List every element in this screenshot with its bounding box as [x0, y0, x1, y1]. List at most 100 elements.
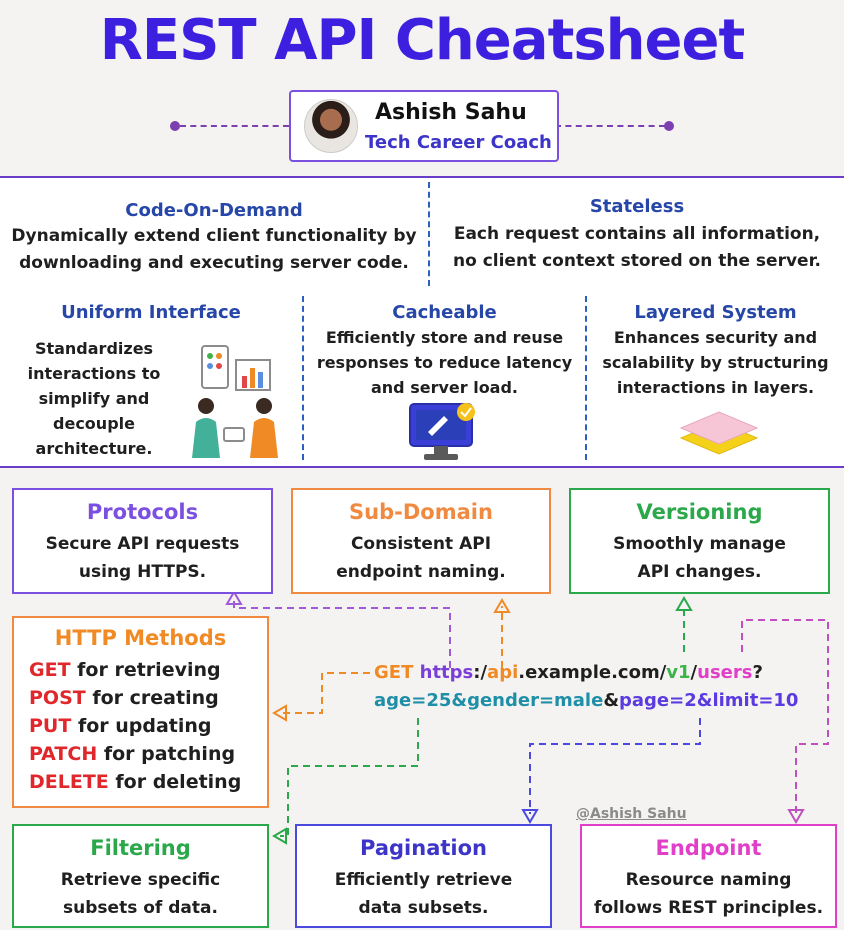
text-line: Standardizes: [34, 339, 154, 358]
url-resource: users: [697, 662, 753, 683]
http-methods-card: HTTP Methods GET for retrieving POST for…: [12, 616, 269, 808]
text-line: Consistent API: [350, 534, 492, 554]
text-line: Resource naming: [625, 870, 792, 890]
method-row-get: GET for retrieving: [29, 656, 267, 684]
method-desc: for patching: [97, 743, 236, 765]
text-line: API changes.: [637, 562, 762, 582]
principle-title: Code-On-Demand: [125, 200, 303, 221]
text-line: Secure API requests: [45, 534, 240, 554]
method-desc: for creating: [85, 687, 219, 709]
pagination-card: Pagination Efficiently retrieve data sub…: [295, 824, 552, 928]
card-title: Versioning: [636, 500, 763, 524]
text-line: Efficiently store and reuse: [325, 328, 564, 347]
text-line: data subsets.: [358, 898, 489, 918]
connector-line-right: [555, 125, 665, 127]
connector-dot-right: [664, 121, 674, 131]
principle-title: Layered System: [634, 302, 797, 323]
url-version: v1: [666, 662, 691, 683]
card-text: Smoothly manage API changes.: [571, 530, 828, 586]
url-amp: &: [603, 690, 620, 711]
principle-title: Cacheable: [392, 302, 497, 323]
protocols-card: Protocols Secure API requests using HTTP…: [12, 488, 273, 594]
text-line: responses to reduce latency: [316, 353, 573, 372]
arrow-filtering: [280, 718, 419, 837]
subdomain-card: Sub-Domain Consistent API endpoint namin…: [291, 488, 551, 594]
principle-title: Uniform Interface: [61, 302, 241, 323]
author-watermark: @Ashish Sahu: [576, 806, 687, 822]
author-role: Tech Career Coach: [365, 132, 552, 153]
principle-title: Stateless: [589, 196, 685, 217]
card-title: HTTP Methods: [54, 626, 227, 650]
layers-icon: [679, 411, 759, 455]
method-row-delete: DELETE for deleting: [29, 768, 267, 796]
arrow-protocols: [233, 596, 451, 668]
method-verb: GET: [29, 659, 71, 681]
card-text: Consistent API endpoint naming.: [293, 530, 549, 586]
card-text: Secure API requests using HTTPS.: [14, 530, 271, 586]
arrow-pagination: [529, 718, 701, 814]
principle-text: Enhances security and scalability by str…: [587, 325, 844, 400]
method-desc: for deleting: [108, 771, 242, 793]
text-line: using HTTPS.: [78, 562, 207, 582]
arrow-http-methods: [280, 672, 370, 714]
card-title: Filtering: [90, 836, 191, 860]
band-divider: [428, 182, 430, 286]
card-title: Protocols: [86, 500, 199, 524]
principle-code-on-demand: Code-On-Demand Dynamically extend client…: [0, 200, 428, 277]
arrow-endpoint: [741, 619, 829, 814]
text-line: endpoint naming.: [336, 562, 506, 582]
text-line: Each request contains all information,: [453, 224, 821, 244]
text-line: interactions in layers.: [616, 378, 815, 397]
method-verb: PUT: [29, 715, 72, 737]
url-sep: :/: [473, 662, 488, 683]
principle-cacheable: Cacheable Efficiently store and reuse re…: [304, 302, 585, 462]
text-line: follows REST principles.: [593, 898, 824, 918]
method-verb: DELETE: [29, 771, 109, 793]
endpoint-card: Endpoint Resource naming follows REST pr…: [580, 824, 837, 928]
text-line: Dynamically extend client functionality …: [11, 226, 417, 246]
principle-text: Dynamically extend client functionality …: [0, 223, 428, 277]
method-row-post: POST for creating: [29, 684, 267, 712]
url-scheme: https: [419, 662, 474, 683]
monitor-cache-icon: [409, 403, 475, 460]
author-name: Ashish Sahu: [375, 100, 527, 125]
text-line: simplify and: [38, 389, 150, 408]
method-row-put: PUT for updating: [29, 712, 267, 740]
card-text: Resource naming follows REST principles.: [582, 866, 835, 922]
page-title: REST API Cheatsheet: [99, 8, 746, 73]
url-method: GET: [374, 662, 414, 683]
principle-text: Standardizes interactions to simplify an…: [14, 336, 174, 461]
url-subdomain: api: [487, 662, 519, 683]
card-text: Retrieve specific subsets of data.: [14, 866, 267, 922]
method-row-patch: PATCH for patching: [29, 740, 267, 768]
band-divider: [585, 296, 587, 460]
text-line: scalability by structuring: [602, 353, 829, 372]
text-line: subsets of data.: [63, 898, 218, 918]
card-title: Endpoint: [655, 836, 762, 860]
text-line: downloading and executing server code.: [19, 253, 409, 273]
url-line-2: age=25&gender=male&page=2&limit=10: [374, 690, 798, 711]
text-line: no client context stored on the server.: [453, 251, 821, 271]
principle-layered-system: Layered System Enhances security and sca…: [587, 302, 844, 462]
band-divider: [302, 296, 304, 460]
principle-stateless: Stateless Each request contains all info…: [430, 196, 844, 275]
url-pagination-params: page=2&limit=10: [619, 690, 799, 711]
author-card: Ashish Sahu Tech Career Coach: [289, 90, 559, 162]
connector-dot-left: [170, 121, 180, 131]
filtering-card: Filtering Retrieve specific subsets of d…: [12, 824, 269, 928]
method-verb: PATCH: [29, 743, 98, 765]
text-line: Smoothly manage: [613, 534, 786, 554]
url-line-1: GET https:/api.example.com/v1/users?: [374, 662, 763, 683]
people-collaboration-icon: [192, 345, 278, 458]
card-title: Sub-Domain: [349, 500, 493, 524]
methods-list: GET for retrieving POST for creating PUT…: [29, 656, 267, 796]
url-qmark: ?: [752, 662, 763, 683]
connector-line-left: [180, 125, 289, 127]
text-line: interactions to: [27, 364, 161, 383]
principles-band-mid: Uniform Interface Standardizes interacti…: [0, 292, 844, 468]
card-text: Efficiently retrieve data subsets.: [297, 866, 550, 922]
principle-text: Efficiently store and reuse responses to…: [304, 325, 585, 400]
text-line: Efficiently retrieve: [334, 870, 513, 890]
text-line: and server load.: [370, 378, 519, 397]
